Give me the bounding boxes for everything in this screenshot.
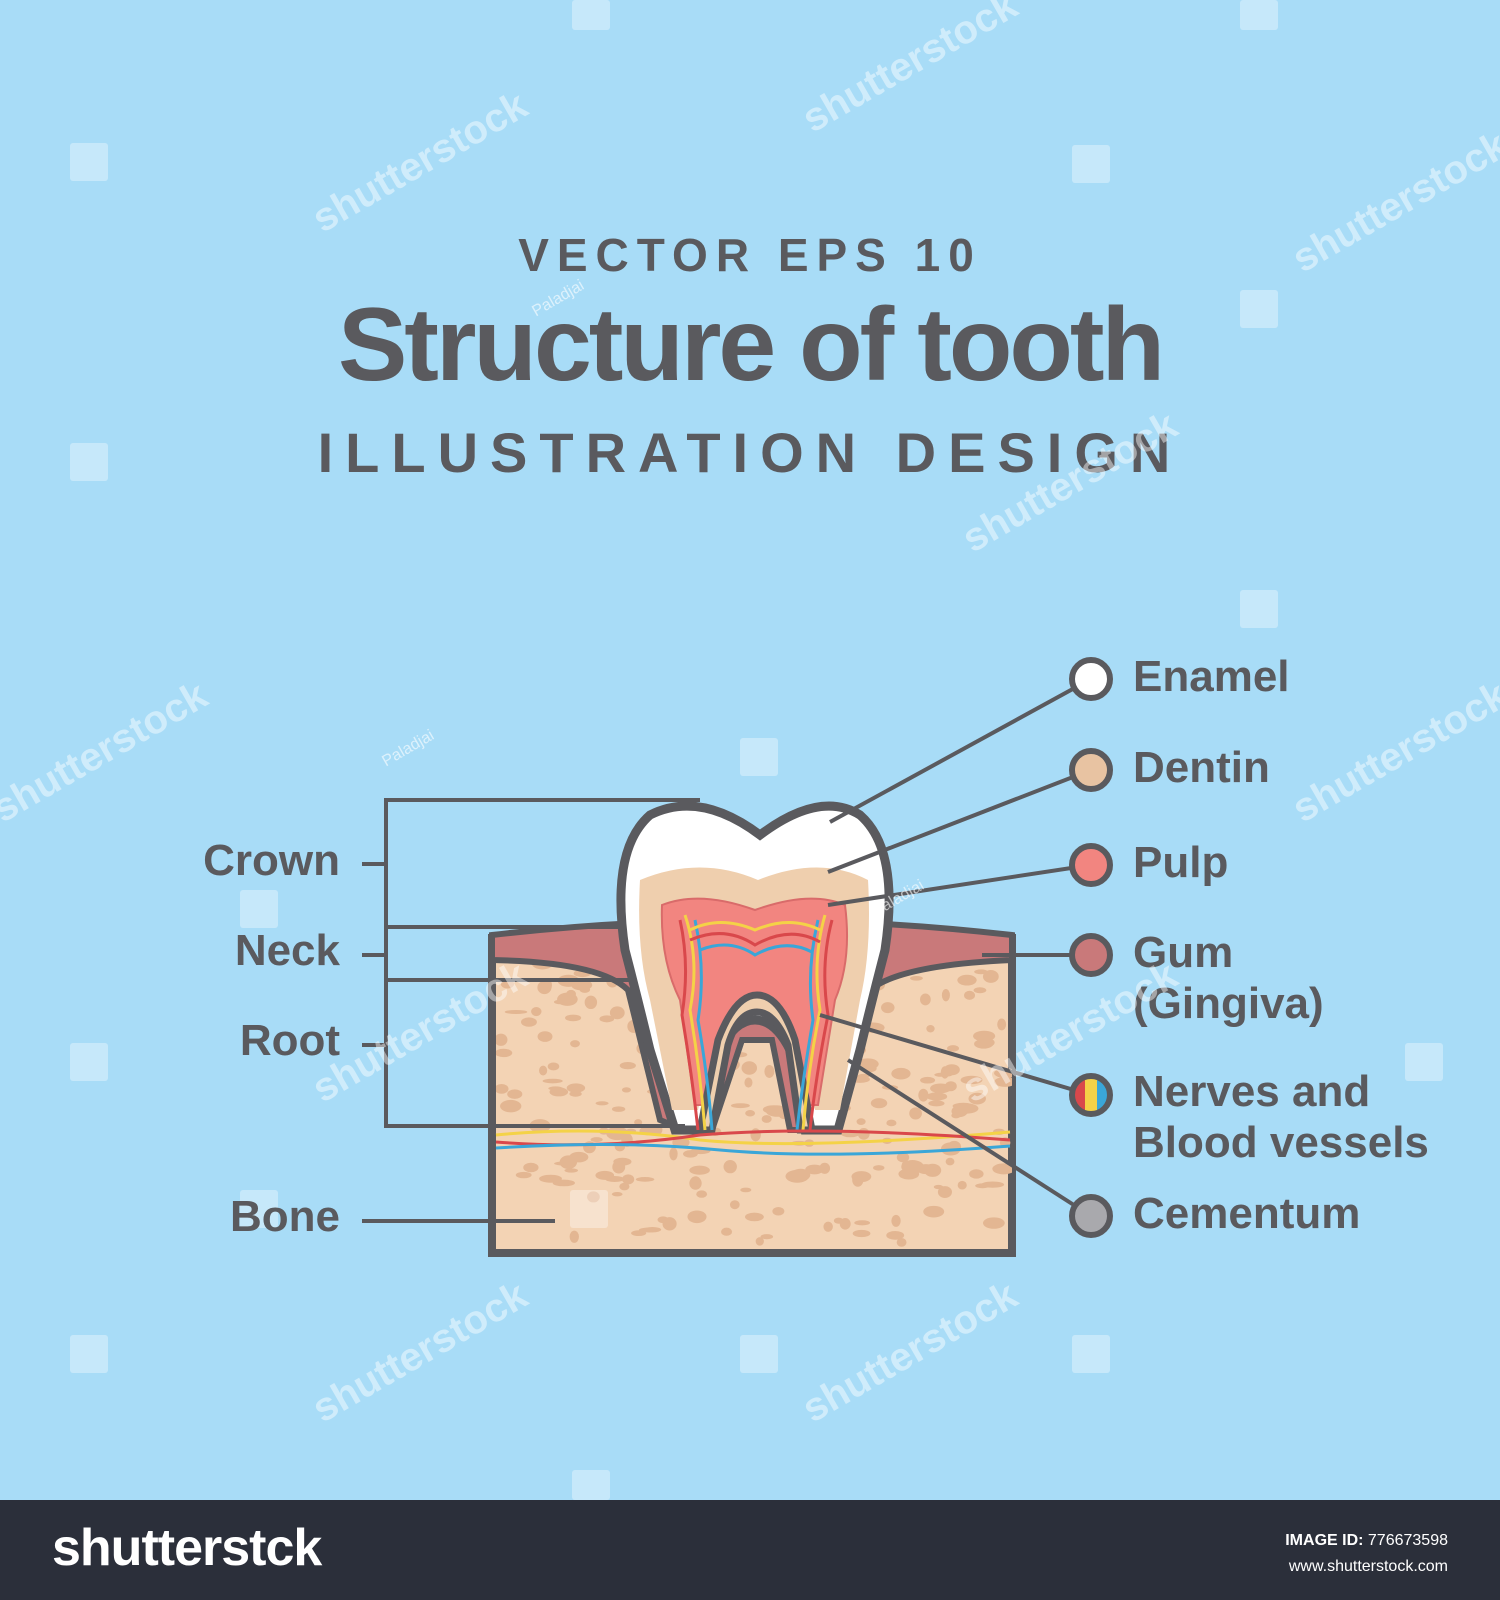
label-nerves-line1: Nerves and bbox=[1133, 1067, 1371, 1116]
page-title: Structure of tooth bbox=[337, 287, 1165, 403]
image-id-value: 776673598 bbox=[1367, 1532, 1448, 1549]
legend-markers bbox=[1069, 657, 1113, 1238]
footer-image-info: IMAGE ID: 776673598 www.shutterstock.com bbox=[1285, 1528, 1448, 1579]
label-enamel: Enamel bbox=[1133, 652, 1290, 701]
heading-illustration-design: ILLUSTRATION DESIGN bbox=[317, 421, 1183, 484]
label-nerves-blood-vessels: Nerves and Blood vessels bbox=[1133, 1067, 1429, 1168]
dentin-swatch bbox=[1069, 748, 1113, 792]
label-bone: Bone bbox=[230, 1192, 340, 1241]
crown-neck-root-bracket bbox=[362, 798, 700, 1223]
label-nerves-line2: Blood vessels bbox=[1133, 1117, 1429, 1167]
footer-bar: shutterstck IMAGE ID: 776673598 www.shut… bbox=[0, 1500, 1500, 1600]
label-cementum: Cementum bbox=[1133, 1189, 1361, 1238]
footer-logo: shutterstck bbox=[52, 1519, 322, 1577]
footer-site-url: www.shutterstock.com bbox=[1288, 1557, 1448, 1575]
label-root: Root bbox=[239, 1016, 340, 1065]
heading-vector-eps: VECTOR EPS 10 bbox=[518, 229, 982, 281]
right-leader-lines bbox=[819, 677, 1093, 1218]
watermark-squares bbox=[70, 0, 1443, 1500]
enamel-swatch bbox=[1069, 657, 1113, 701]
label-neck: Neck bbox=[234, 926, 340, 975]
gum-swatch bbox=[1069, 933, 1113, 977]
tooth-diagram-graphic bbox=[70, 0, 1443, 1500]
label-crown: Crown bbox=[203, 836, 340, 885]
label-pulp: Pulp bbox=[1133, 838, 1229, 887]
label-gum: Gum (Gingiva) bbox=[1133, 928, 1324, 1029]
image-id-label: IMAGE ID: bbox=[1285, 1532, 1364, 1549]
label-dentin: Dentin bbox=[1133, 743, 1270, 792]
nerves-and-vessels bbox=[495, 914, 1011, 1156]
pulp-swatch bbox=[1069, 843, 1113, 887]
label-gum-line1: Gum bbox=[1133, 928, 1234, 977]
cementum-swatch bbox=[1069, 1194, 1113, 1238]
label-gum-line2: (Gingiva) bbox=[1133, 978, 1324, 1028]
nerves-swatch bbox=[1069, 1073, 1113, 1117]
